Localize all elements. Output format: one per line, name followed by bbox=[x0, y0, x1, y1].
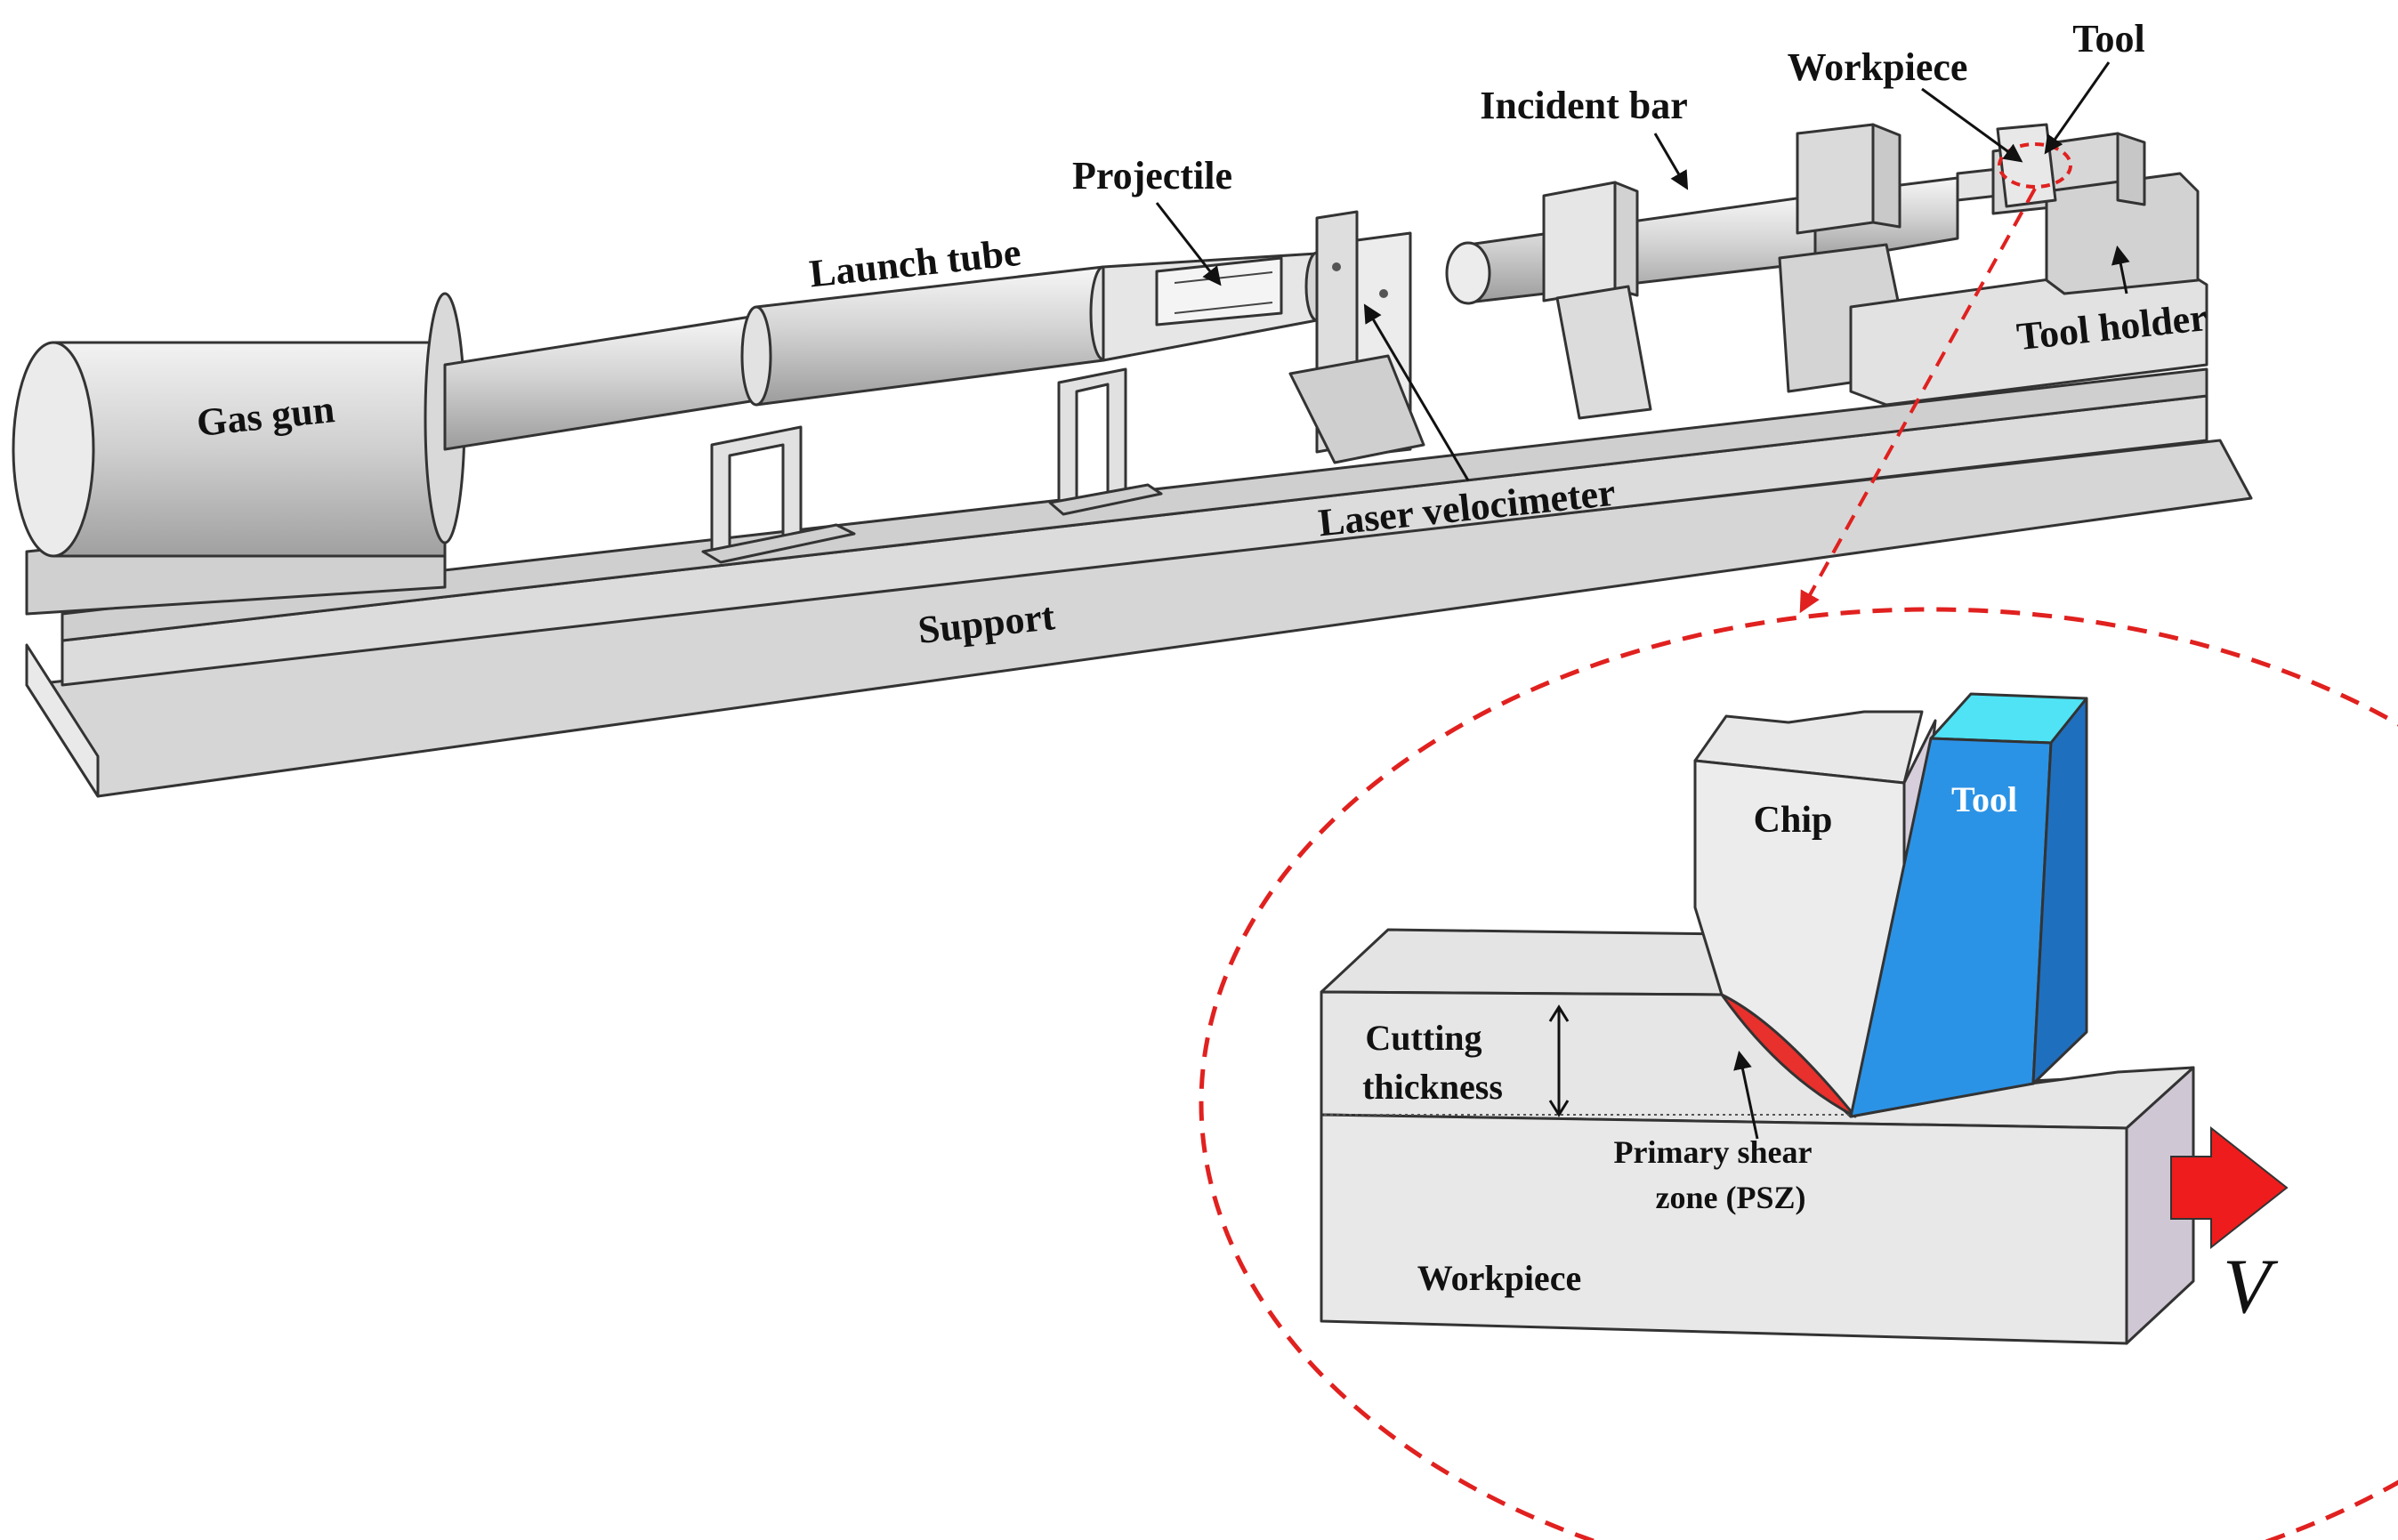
support-beam bbox=[25, 367, 2253, 798]
velocity-label: V bbox=[2223, 1244, 2279, 1330]
inset-dashed-ellipse bbox=[1199, 607, 2398, 1540]
projectile-label: Projectile bbox=[1072, 154, 1232, 198]
laser-velocimeter-leader bbox=[1363, 303, 1470, 481]
cutting-thickness-dimension bbox=[1548, 1004, 1570, 1117]
incident-bar-leader bbox=[1653, 133, 1689, 190]
workpiece-top-label: Workpiece bbox=[1788, 45, 1968, 89]
psz-leader bbox=[1733, 1050, 1759, 1140]
psz-label-2: zone (PSZ) bbox=[1656, 1180, 1806, 1215]
tool-top-label: Tool bbox=[2072, 17, 2145, 60]
laser-velocimeter bbox=[1288, 210, 1425, 464]
inset-workpiece-block bbox=[1320, 928, 2195, 1345]
psz-label-1: Primary shear bbox=[1614, 1134, 1813, 1170]
gas-gun bbox=[12, 292, 466, 616]
inset-tool bbox=[1849, 692, 2088, 1118]
tool-top-leader bbox=[2044, 61, 2111, 155]
tool-holder-leader bbox=[2111, 245, 2130, 294]
velocity-arrow bbox=[2170, 1125, 2289, 1250]
cutting-inset: Chip Tool Cutting thickness Primary shea… bbox=[1199, 607, 2398, 1540]
cutting-thickness-label-2: thickness bbox=[1362, 1067, 1503, 1107]
projectile bbox=[1155, 256, 1283, 327]
chip-label: Chip bbox=[1754, 800, 1833, 841]
incident-bar-label: Incident bar bbox=[1480, 84, 1687, 127]
callout-connector bbox=[1799, 188, 2037, 614]
workpiece-top-leader bbox=[1921, 87, 2023, 163]
cutting-thickness-label-1: Cutting bbox=[1365, 1018, 1482, 1058]
tool-holder-base bbox=[1849, 123, 2208, 407]
tool-callout-circle bbox=[1998, 142, 2072, 189]
tube-stands bbox=[701, 367, 1163, 564]
projectile-leader bbox=[1155, 202, 1222, 286]
incident-bar bbox=[1445, 163, 2039, 305]
inset-workpiece-label: Workpiece bbox=[1417, 1258, 1581, 1298]
inset-tool-label: Tool bbox=[1951, 779, 2017, 819]
